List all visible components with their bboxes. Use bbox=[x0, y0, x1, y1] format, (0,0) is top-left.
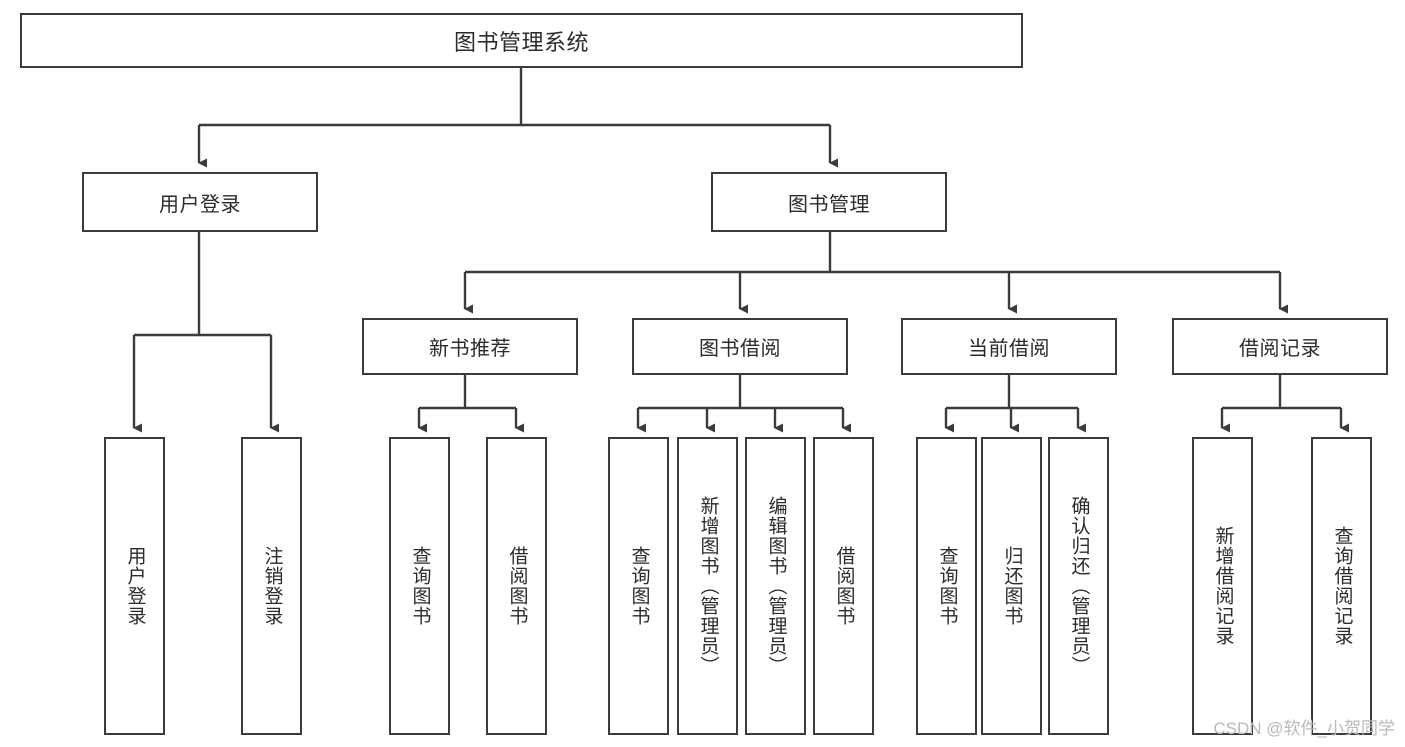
leaf-record-query-record[interactable]: 查询借阅记录 bbox=[1311, 437, 1372, 735]
node-book-management[interactable]: 图书管理 bbox=[711, 172, 947, 232]
node-label: 新增图书（管理员） bbox=[697, 496, 719, 676]
node-label: 查询图书 bbox=[936, 546, 958, 626]
leaf-new-book-borrow[interactable]: 借阅图书 bbox=[486, 437, 547, 735]
node-current-borrow[interactable]: 当前借阅 bbox=[901, 318, 1117, 375]
node-label: 当前借阅 bbox=[968, 338, 1050, 360]
node-label: 查询借阅记录 bbox=[1331, 526, 1353, 646]
node-label: 图书借阅 bbox=[699, 338, 781, 360]
node-label: 新增借阅记录 bbox=[1212, 526, 1234, 646]
node-label: 图书管理系统 bbox=[453, 29, 589, 55]
node-label: 用户登录 bbox=[159, 193, 241, 216]
node-book-borrow[interactable]: 图书借阅 bbox=[632, 318, 848, 375]
leaf-current-confirm-return-admin[interactable]: 确认归还（管理员） bbox=[1048, 437, 1109, 735]
leaf-user-login-signin[interactable]: 用户登录 bbox=[104, 437, 165, 735]
node-label: 借阅图书 bbox=[833, 546, 855, 626]
node-label: 注销登录 bbox=[261, 546, 283, 626]
node-label: 确认归还（管理员） bbox=[1068, 496, 1090, 676]
node-root-library-system[interactable]: 图书管理系统 bbox=[20, 13, 1023, 68]
node-label: 新书推荐 bbox=[429, 338, 511, 360]
node-user-login[interactable]: 用户登录 bbox=[82, 172, 318, 232]
node-label: 编辑图书（管理员） bbox=[765, 496, 787, 676]
leaf-borrow-query-book[interactable]: 查询图书 bbox=[608, 437, 669, 735]
node-label: 借阅记录 bbox=[1239, 338, 1321, 360]
leaf-borrow-edit-book-admin[interactable]: 编辑图书（管理员） bbox=[745, 437, 806, 735]
node-new-book-recommend[interactable]: 新书推荐 bbox=[362, 318, 578, 375]
node-borrow-record[interactable]: 借阅记录 bbox=[1172, 318, 1388, 375]
leaf-record-add-record[interactable]: 新增借阅记录 bbox=[1192, 437, 1253, 735]
node-label: 图书管理 bbox=[788, 193, 870, 216]
leaf-new-book-query[interactable]: 查询图书 bbox=[389, 437, 450, 735]
node-label: 归还图书 bbox=[1001, 546, 1023, 626]
node-label: 查询图书 bbox=[409, 546, 431, 626]
watermark: CSDN @软件_小贺同学 bbox=[1213, 719, 1395, 738]
leaf-borrow-borrow-book[interactable]: 借阅图书 bbox=[813, 437, 874, 735]
leaf-user-login-signout[interactable]: 注销登录 bbox=[241, 437, 302, 735]
node-label: 用户登录 bbox=[124, 546, 146, 626]
node-label: 查询图书 bbox=[628, 546, 650, 626]
leaf-current-query-book[interactable]: 查询图书 bbox=[916, 437, 977, 735]
node-label: 借阅图书 bbox=[506, 546, 528, 626]
leaf-borrow-add-book-admin[interactable]: 新增图书（管理员） bbox=[677, 437, 738, 735]
leaf-current-return-book[interactable]: 归还图书 bbox=[981, 437, 1042, 735]
